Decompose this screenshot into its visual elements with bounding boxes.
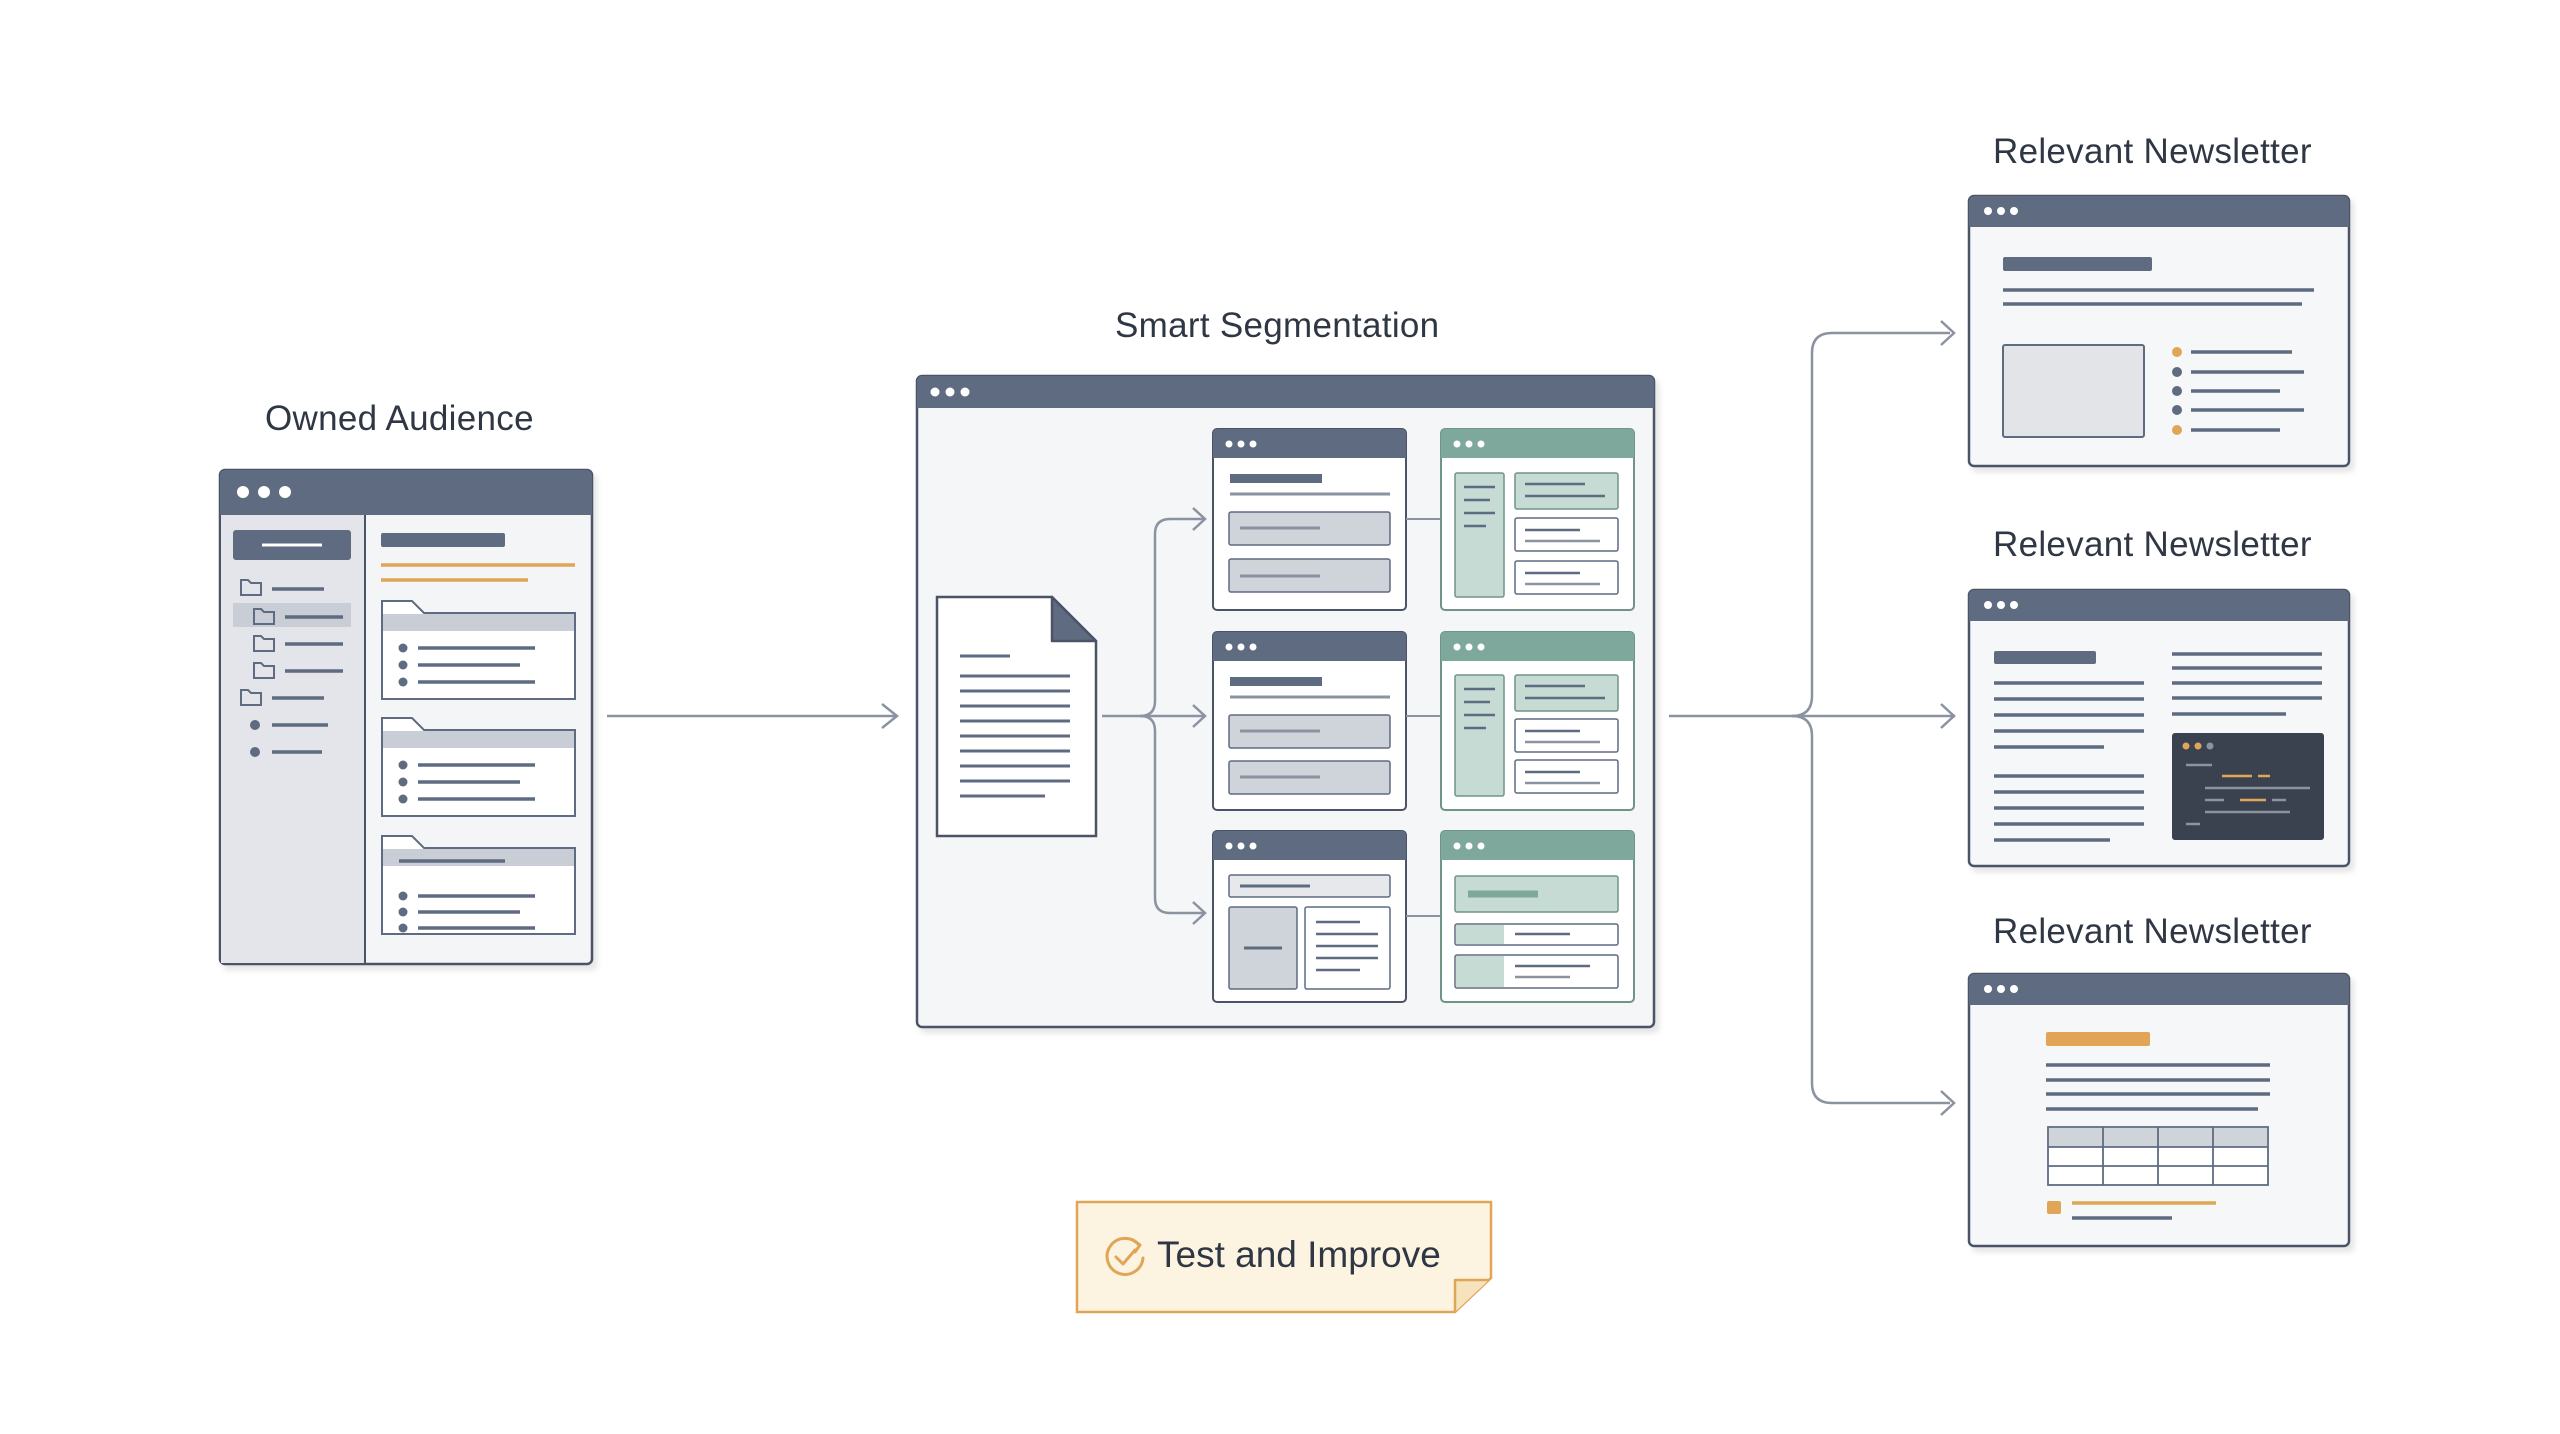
arrow-audience-to-segmentation xyxy=(607,703,900,729)
folder-icon xyxy=(233,579,351,706)
arrows-segmentation-to-newsletters xyxy=(1669,320,1956,1116)
newsletter-label-3: Relevant Newsletter xyxy=(1993,912,2312,951)
document-icon xyxy=(935,595,1098,838)
segment-window-6 xyxy=(1440,830,1635,1003)
segmentation-branch-arrows xyxy=(1102,507,1207,925)
segment-window-5 xyxy=(1440,631,1635,811)
data-table-mini xyxy=(2047,1126,2269,1186)
segment-window-3 xyxy=(1212,830,1407,1003)
newsletter-window-1 xyxy=(1967,194,2351,468)
segment-window-4 xyxy=(1440,428,1635,611)
newsletter-label-1: Relevant Newsletter xyxy=(1993,132,2312,171)
newsletter-window-2 xyxy=(1967,588,2351,868)
smart-segmentation-label: Smart Segmentation xyxy=(1115,306,1440,345)
test-and-improve-label: Test and Improve xyxy=(1157,1234,1441,1275)
newsletter-label-2: Relevant Newsletter xyxy=(1993,525,2312,564)
refresh-check-icon xyxy=(1105,1236,1145,1276)
test-and-improve-note: Test and Improve xyxy=(1075,1200,1493,1314)
segment-window-2 xyxy=(1212,631,1407,811)
owned-audience-label: Owned Audience xyxy=(265,399,534,438)
newsletter-window-3 xyxy=(1967,972,2351,1248)
code-snippet-panel xyxy=(2172,733,2324,840)
segment-window-1 xyxy=(1212,428,1407,611)
smart-segmentation-window xyxy=(915,374,1656,1029)
owned-audience-window xyxy=(218,468,594,966)
